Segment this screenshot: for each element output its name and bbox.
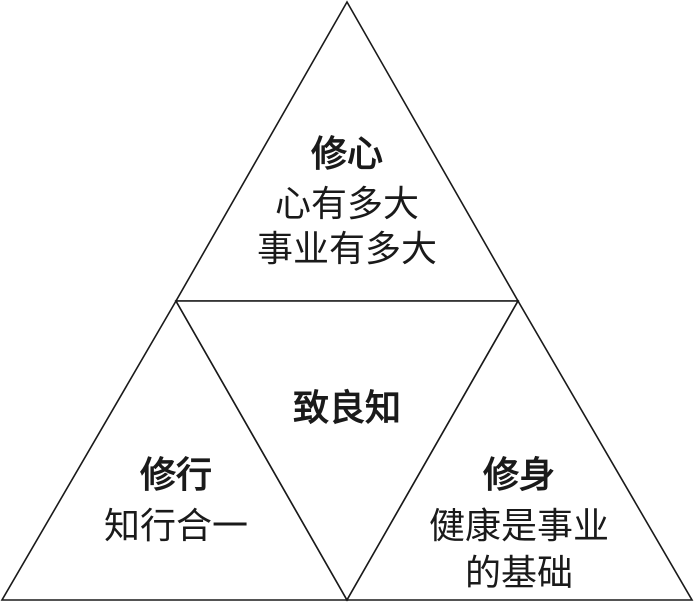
right-line-2: 的基础 — [465, 553, 573, 594]
top-line-1: 心有多大 — [275, 184, 419, 225]
right-line-1: 健康是事业 — [429, 506, 609, 547]
right-title: 修身 — [483, 455, 555, 496]
top-line-2: 事业有多大 — [257, 229, 437, 270]
center-title: 致良知 — [293, 388, 401, 429]
left-line-1: 知行合一 — [104, 506, 248, 547]
bottom-right-triangle — [345, 299, 694, 601]
top-title: 修心 — [311, 134, 383, 175]
left-title: 修行 — [140, 455, 212, 496]
